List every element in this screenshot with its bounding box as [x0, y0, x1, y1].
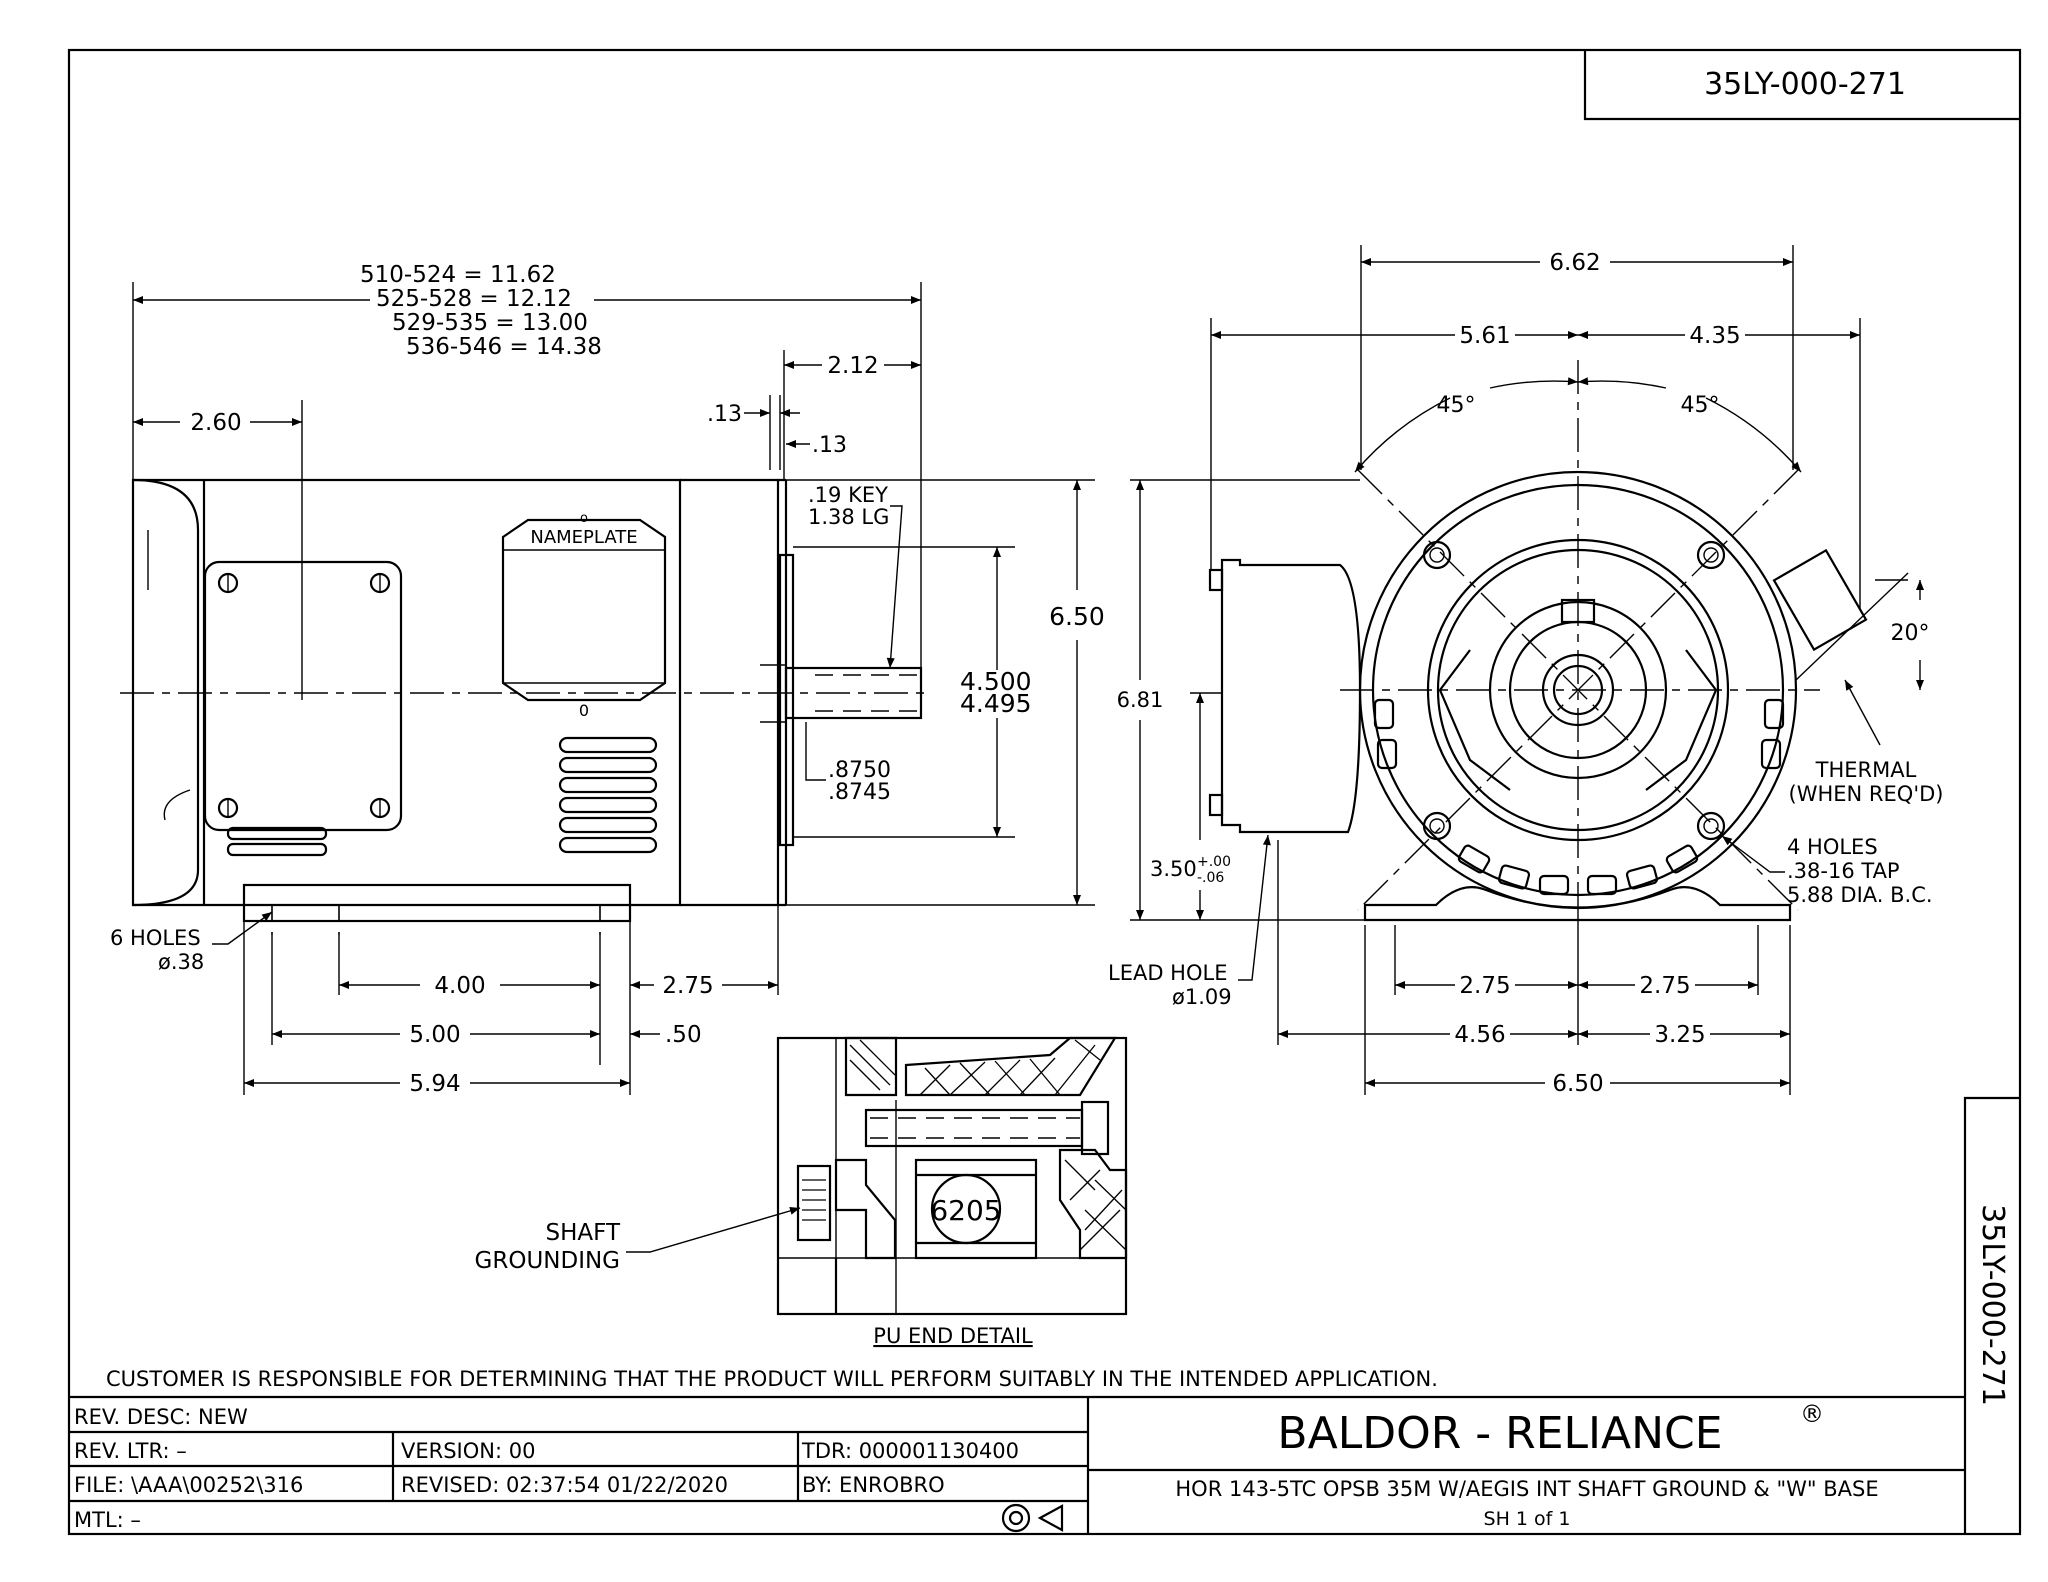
conduit-screws [217, 572, 391, 819]
key-length: 1.38 LG [808, 505, 889, 529]
tap-holes [1422, 540, 1726, 841]
length-table-4: 536-546 = 14.38 [406, 334, 602, 360]
dim-6-62: 6.62 [1549, 250, 1600, 276]
angle-right: 45° [1681, 393, 1720, 418]
sheet-border [67, 48, 2022, 1536]
holes-count: 6 HOLES [110, 926, 201, 950]
dim-3-50: 3.50 [1150, 857, 1197, 881]
shaft-grounding-2: GROUNDING [475, 1248, 620, 1274]
dim-3-25: 3.25 [1654, 1022, 1705, 1048]
pilot-min: 4.495 [960, 689, 1032, 718]
dim-5-94: 5.94 [409, 1071, 460, 1097]
key-size: .19 KEY [808, 483, 888, 507]
dim-13-b: .13 [812, 433, 847, 458]
tap-bc: 5.88 DIA. B.C. [1787, 883, 1933, 907]
w-base [1363, 886, 1792, 922]
dim-6-50-base: 6.50 [1552, 1071, 1603, 1097]
drawing-description: HOR 143-5TC OPSB 35M W/AEGIS INT SHAFT G… [1175, 1477, 1878, 1501]
sheet-number: SH 1 of 1 [1484, 1508, 1571, 1530]
tol-plus: +.00 [1197, 854, 1231, 870]
dim-2-12: 2.12 [827, 353, 878, 379]
nameplate-o: o [580, 511, 588, 526]
dim-2-75-right: 2.75 [1639, 973, 1690, 999]
dim-5-61: 5.61 [1459, 323, 1510, 349]
dim-4-35: 4.35 [1689, 323, 1740, 349]
detail-title: PU END DETAIL [873, 1324, 1033, 1348]
side-drawing-number: 35LY-000-271 [1975, 1204, 2010, 1406]
conduit-box-side [1220, 558, 1362, 834]
bearing-ball [930, 1173, 1002, 1245]
length-table-2: 525-528 = 12.12 [376, 286, 572, 312]
pilot-max: 4.500 [960, 667, 1032, 696]
drawing-number: 35LY-000-271 [1704, 67, 1906, 102]
dim-5-00: 5.00 [409, 1022, 460, 1048]
tap-holes-count: 4 HOLES [1787, 835, 1878, 859]
company-name: BALDOR - RELIANCE [1277, 1408, 1722, 1459]
grounding-ring [796, 1164, 832, 1242]
angle-left: 45° [1437, 393, 1476, 418]
length-table-3: 529-535 = 13.00 [392, 310, 588, 336]
shaft-end [1552, 664, 1604, 716]
tap-size: .38-16 TAP [1787, 859, 1900, 883]
bearing-number: 6205 [930, 1194, 1001, 1227]
dim-6-81: 6.81 [1117, 688, 1164, 712]
tdr: TDR: 000001130400 [801, 1439, 1019, 1463]
length-table-1: 510-524 = 11.62 [360, 262, 556, 288]
nameplate-label: NAMEPLATE [530, 527, 637, 548]
tol-minus: -.06 [1197, 870, 1224, 886]
housing-section [844, 1036, 1128, 1260]
dim-6-50: 6.50 [1049, 602, 1105, 631]
cooling-fins [1373, 698, 1785, 896]
drawing-number-box: 35LY-000-271 [1583, 50, 2020, 121]
hole-dia: ø.38 [158, 950, 204, 974]
revised-date: REVISED: 02:37:54 01/22/2020 [401, 1473, 728, 1497]
conduit-box [203, 560, 403, 832]
title-block: REV. DESC: NEW REV. LTR: – VERSION: 00 T… [69, 1096, 2020, 1534]
material: MTL: – [74, 1508, 141, 1532]
registered-mark: ® [1800, 1400, 1824, 1428]
thermal-note: (WHEN REQ'D) [1789, 782, 1944, 806]
thermal-label: THERMAL [1815, 758, 1917, 782]
dim-4-00: 4.00 [434, 973, 485, 999]
lead-hole-dia: ø1.09 [1172, 985, 1232, 1009]
rev-desc: REV. DESC: NEW [74, 1405, 248, 1429]
projection-symbol-icon [1001, 1503, 1064, 1533]
file-path: FILE: \AAA\00252\316 [74, 1473, 303, 1497]
pu-end-detail: 6205 PU END DETAIL SHAFT GROUNDING [475, 1036, 1128, 1348]
mounting-base [242, 883, 632, 923]
dim-2-75: 2.75 [662, 973, 713, 999]
lead-hole-label: LEAD HOLE [1108, 961, 1227, 985]
rev-ltr: REV. LTR: – [74, 1439, 187, 1463]
dim-4-56: 4.56 [1454, 1022, 1505, 1048]
vent-slots [558, 736, 658, 854]
dim-2-75-left: 2.75 [1459, 973, 1510, 999]
thermal-protector [1772, 548, 1868, 652]
shaft-grounding-1: SHAFT [545, 1220, 620, 1246]
dim-13-a: .13 [707, 402, 742, 427]
nameplate-0: 0 [579, 701, 589, 720]
end-view: 6.62 5.61 4.35 45° 45° [1108, 245, 1943, 1097]
drawn-by: BY: ENROBRO [802, 1473, 945, 1497]
version: VERSION: 00 [401, 1439, 535, 1463]
customer-notice: CUSTOMER IS RESPONSIBLE FOR DETERMINING … [106, 1367, 1438, 1391]
dim-2-60: 2.60 [190, 410, 241, 436]
shaft-max: .8750 [828, 758, 891, 783]
shaft-min: .8745 [828, 780, 891, 805]
dim-50: .50 [665, 1022, 702, 1048]
angle-20: 20° [1891, 621, 1930, 646]
side-view: 510-524 = 11.62 525-528 = 12.12 529-535 … [110, 262, 1105, 1097]
